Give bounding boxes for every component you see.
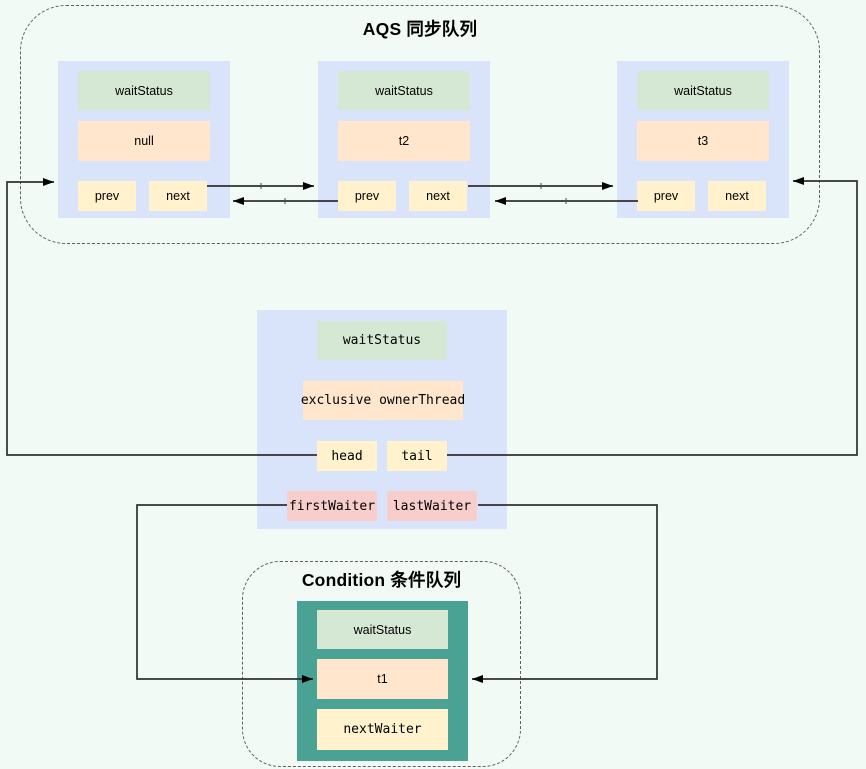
head-pointer-cell: head	[317, 441, 377, 471]
aqs-object-box: waitStatus exclusive ownerThread head ta…	[257, 310, 507, 529]
next-pointer-cell: next	[409, 181, 467, 211]
aqs-wait-status-cell: waitStatus	[317, 321, 447, 360]
last-waiter-cell: lastWaiter	[387, 491, 477, 521]
thread-cell: t2	[338, 121, 470, 161]
tail-pointer-cell: tail	[387, 441, 447, 471]
next-waiter-cell: nextWaiter	[317, 709, 448, 750]
thread-cell: t3	[637, 121, 769, 161]
wait-status-cell: waitStatus	[338, 71, 470, 110]
next-pointer-cell: next	[149, 181, 207, 211]
sync-node-2: waitStatus t2 prev next	[318, 61, 490, 218]
condition-node: waitStatus t1 nextWaiter	[297, 601, 468, 761]
wait-status-cell: waitStatus	[637, 71, 769, 110]
owner-thread-cell: exclusive ownerThread	[301, 381, 465, 420]
sync-queue-title: AQS 同步队列	[362, 19, 478, 39]
thread-cell: null	[78, 121, 210, 161]
prev-pointer-cell: prev	[78, 181, 136, 211]
sync-node-3: waitStatus t3 prev next	[617, 61, 789, 218]
prev-pointer-cell: prev	[637, 181, 695, 211]
sync-queue-container: AQS 同步队列	[20, 5, 820, 244]
condition-queue-title: Condition 条件队列	[301, 570, 462, 590]
sync-node-1: waitStatus null prev next	[58, 61, 230, 218]
first-waiter-cell: firstWaiter	[287, 491, 377, 521]
next-pointer-cell: next	[708, 181, 766, 211]
prev-pointer-cell: prev	[338, 181, 396, 211]
wait-status-cell: waitStatus	[78, 71, 210, 110]
thread-cell: t1	[317, 659, 448, 699]
wait-status-cell: waitStatus	[317, 610, 448, 649]
